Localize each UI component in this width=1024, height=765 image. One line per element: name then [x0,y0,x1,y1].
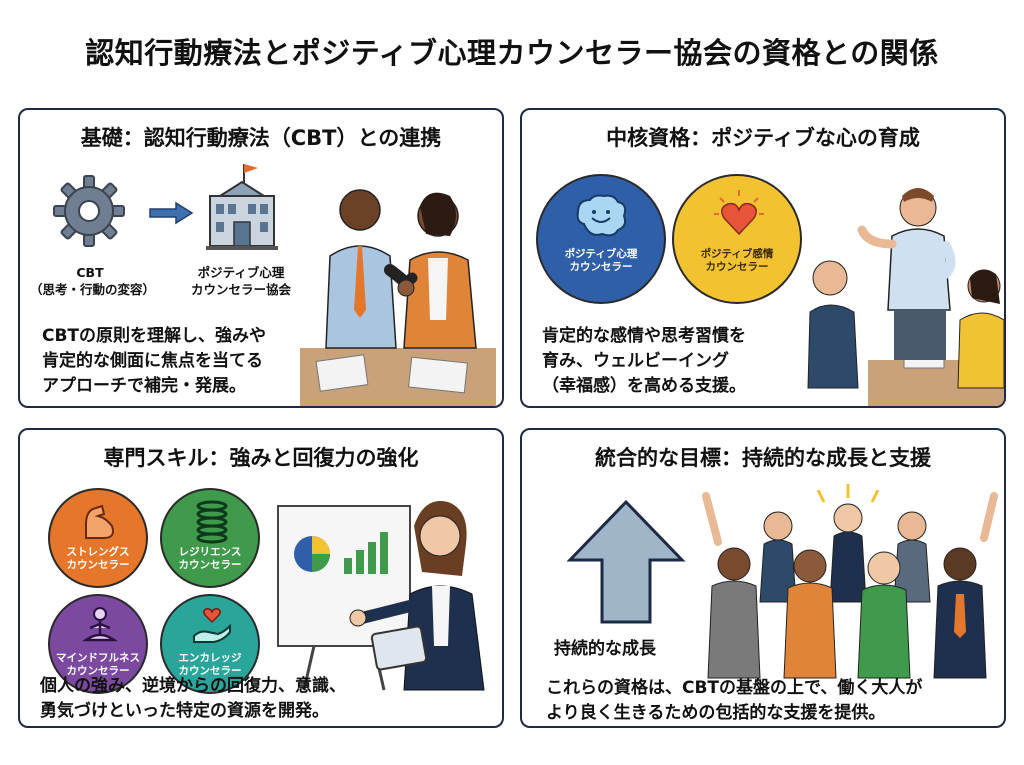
flexed-arm-icon [85,504,114,539]
panel-body-text: 個人の強み、逆境からの回復力、意識、 勇気づけといった特定の資源を開発。 [40,674,346,724]
handshake-illustration [300,189,496,406]
body-line-2: 勇気づけといった特定の資源を開発。 [40,701,329,721]
resilience-counselor-badge: レジリエンス カウンセラー [160,488,260,588]
body-line-3: （幸福感）を高める支援。 [542,376,746,396]
panel-title: 統合的な目標：持続的な成長と支援 [595,446,931,470]
panel-cbt-foundation: 基礎：認知行動療法（CBT）との連携 [18,108,504,408]
spring-icon [196,500,228,544]
badge-label: ストレングス カウンセラー [50,546,146,572]
badge-label-line2: カウンセラー [178,665,242,677]
panel-title: 専門スキル：強みと回復力の強化 [103,446,419,470]
badge-label-line1: レジリエンス [178,546,242,558]
mindfulness-counselor-badge: マインドフルネス カウンセラー [48,594,148,694]
positive-emotion-counselor-badge: ポジティブ感情 カウンセラー [672,174,802,304]
badge-label-line2: カウンセラー [66,665,130,677]
meditation-icon [82,607,118,642]
association-caption: ポジティブ心理 カウンセラー協会 [176,264,306,298]
team-celebration-illustration [702,484,998,679]
page-title: 認知行動療法とポジティブ心理カウンセラー協会の資格との関係 [85,36,939,70]
badge-label-line1: ストレングス [66,546,130,558]
badge-label: マインドフルネス カウンセラー [50,652,146,678]
badge-label-line1: ポジティブ感情 [700,248,774,260]
badge-label-line2: カウンセラー [705,261,769,273]
body-line-2: より良く生きるための包括的な支援を提供。 [546,703,886,723]
cbt-caption: CBT （思考・行動の変容） [30,264,156,298]
panel-title: 基礎：認知行動療法（CBT）との連携 [80,126,442,150]
group-discussion-illustration [807,188,1004,406]
sustainable-growth-label: 持続的な成長 [554,639,656,659]
up-arrow-icon [566,499,686,624]
badge-label: ポジティブ感情 カウンセラー [674,248,800,274]
cbt-caption-line2: （思考・行動の変容） [30,282,156,297]
right-arrow-icon [149,201,194,225]
panel-body-text: 肯定的な感情や思考習慣を 育み、ウェルビーイング （幸福感）を高める支援。 [542,324,746,399]
badge-label: ポジティブ心理 カウンセラー [538,248,664,274]
presenter-illustration [277,501,485,691]
panel-integrated-goal: 統合的な目標：持続的な成長と支援 持続的な成長 これらの資格は、CBTの基盤の上… [520,428,1006,728]
badge-label-line2: カウンセラー [569,261,633,273]
strengths-counselor-badge: ストレングス カウンセラー [48,488,148,588]
heart-icon [714,190,764,236]
panel-title: 中核資格：ポジティブな心の育成 [606,126,920,150]
badge-label-line1: ポジティブ心理 [564,248,638,260]
panel-body-text: これらの資格は、CBTの基盤の上で、働く大人が より良く生きるための包括的な支援… [546,676,922,726]
body-line-2: 肯定的な側面に焦点を当てる [42,351,263,371]
body-line-2: 育み、ウェルビーイング [542,351,729,371]
panel-body-text: CBTの原則を理解し、強みや 肯定的な側面に焦点を当てる アプローチで補完・発展… [42,324,266,399]
cbt-caption-line1: CBT [76,265,104,280]
badge-label-line1: マインドフルネス [56,652,140,664]
association-caption-line1: ポジティブ心理 [197,265,285,280]
gear-icon [53,175,125,247]
building-icon [206,164,278,250]
badge-label-line2: カウンセラー [66,559,130,571]
body-line-3: アプローチで補完・発展。 [42,376,246,396]
badge-label: レジリエンス カウンセラー [162,546,258,572]
body-line-1: これらの資格は、CBTの基盤の上で、働く大人が [546,678,923,698]
panel-specialist-skills: 専門スキル：強みと回復力の強化 ストレングス カウンセラー レジリエンス カウン… [18,428,504,728]
hand-heart-icon [193,608,231,643]
panel-core-qualification: 中核資格：ポジティブな心の育成 ポジティブ心理 カウンセラー ポジティブ感情 カ… [520,108,1006,408]
body-line-1: 個人の強み、逆境からの回復力、意識、 [40,676,346,696]
body-line-1: 肯定的な感情や思考習慣を [542,326,746,346]
association-caption-line2: カウンセラー協会 [190,282,291,297]
badge-label-line1: エンカレッジ [178,652,242,664]
badge-label-line2: カウンセラー [178,559,242,571]
positive-psychology-counselor-badge: ポジティブ心理 カウンセラー [536,174,666,304]
body-line-1: CBTの原則を理解し、強みや [42,326,267,346]
brain-icon [576,194,627,237]
encourage-counselor-badge: エンカレッジ カウンセラー [160,594,260,694]
badge-label: エンカレッジ カウンセラー [162,652,258,678]
